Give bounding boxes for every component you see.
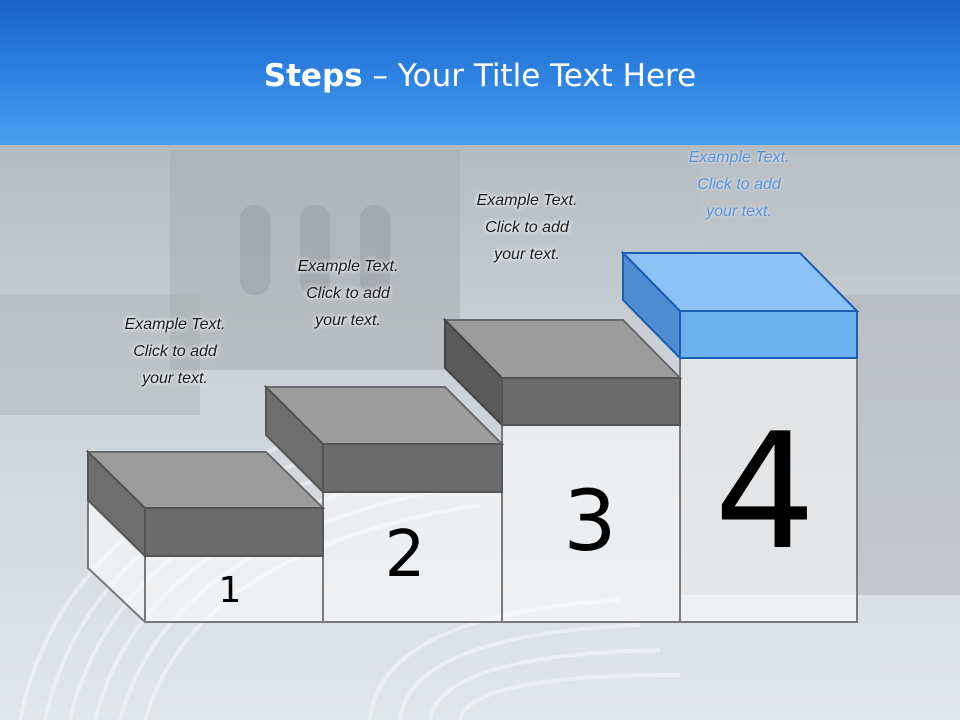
step-label-4-line3: your text. [706,203,772,220]
step-label-1-line3: your text. [142,370,208,387]
title-bold: Steps [263,58,363,94]
step-label-4-line1: Example Text. [688,149,790,166]
step-block-4[interactable] [620,250,860,361]
step-label-3-line2: Click to add [485,219,569,236]
step-number-4: 4 [714,398,816,585]
header-bar [0,0,960,145]
title-rest: – Your Title Text Here [362,58,697,94]
step-label-4[interactable]: Example Text. Click to add your text. [664,144,814,225]
step-label-2-line2: Click to add [306,285,390,302]
step-number-2: 2 [384,518,426,592]
step-label-2-line1: Example Text. [297,258,399,275]
slide-title[interactable]: Steps – Your Title Text Here [0,58,960,94]
step-label-3-line3: your text. [494,246,560,263]
step-label-1[interactable]: Example Text. Click to add your text. [100,311,250,392]
step-label-3[interactable]: Example Text. Click to add your text. [452,187,602,268]
step-label-4-line2: Click to add [697,176,781,193]
step-label-1-line2: Click to add [133,343,217,360]
step-label-3-line1: Example Text. [476,192,578,209]
step-number-3: 3 [563,472,617,570]
step-block-1[interactable] [85,449,326,559]
step-block-2[interactable] [263,384,505,495]
step-label-1-line1: Example Text. [124,316,226,333]
step-number-1: 1 [218,570,242,611]
step-label-2-line3: your text. [315,312,381,329]
step-label-2[interactable]: Example Text. Click to add your text. [273,253,423,334]
step-block-3[interactable] [442,317,683,428]
